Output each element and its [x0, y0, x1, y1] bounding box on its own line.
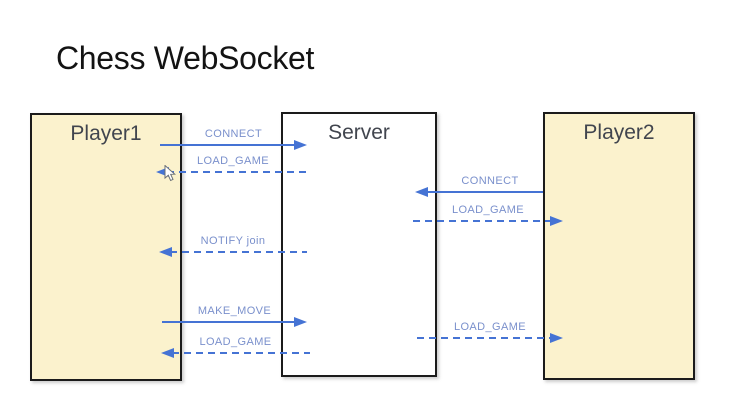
arrowhead-left-icon: [415, 187, 428, 197]
message-line: [167, 171, 310, 173]
arrowhead-left-icon: [156, 167, 169, 177]
message-line: [172, 352, 310, 354]
message-label: LOAD_GAME: [451, 204, 525, 216]
message-line: [170, 251, 307, 253]
message-label: CONNECT: [204, 128, 263, 140]
actor-box-server: Server: [281, 112, 437, 377]
message-loadgame2-server-p2: LOAD_GAME: [417, 321, 563, 343]
arrowhead-right-icon: [294, 140, 307, 150]
message-label: MAKE_MOVE: [197, 305, 272, 317]
arrowhead-left-icon: [159, 247, 172, 257]
message-label: LOAD_GAME: [199, 336, 272, 348]
message-line: [160, 144, 296, 146]
arrowhead-right-icon: [550, 333, 563, 343]
message-connect-p2-server: CONNECT: [415, 175, 543, 197]
mouse-cursor-icon: [164, 165, 176, 182]
message-loadgame-server-p1: LOAD_GAME: [156, 155, 310, 182]
message-connect-p1-server: CONNECT: [160, 128, 307, 150]
arrowhead-right-icon: [550, 216, 563, 226]
message-line: [162, 321, 296, 323]
message-notify-join-server-p1: NOTIFY join: [159, 235, 307, 257]
message-loadgame2-server-p1: LOAD_GAME: [161, 336, 310, 358]
page-title: Chess WebSocket: [56, 40, 315, 76]
actor-box-player2: Player2: [543, 112, 695, 380]
message-line: [413, 220, 552, 222]
actor-label-server: Server: [328, 121, 390, 144]
message-loadgame-server-p2: LOAD_GAME: [413, 204, 563, 226]
message-label: CONNECT: [461, 175, 519, 187]
message-label: NOTIFY join: [200, 235, 266, 247]
message-label: LOAD_GAME: [196, 155, 270, 167]
message-line: [426, 191, 543, 193]
message-label: LOAD_GAME: [453, 321, 527, 333]
arrowhead-left-icon: [161, 348, 174, 358]
actor-label-player1: Player1: [70, 122, 142, 145]
actor-box-player1: Player1: [30, 113, 182, 381]
message-line: [417, 337, 552, 339]
arrowhead-right-icon: [294, 317, 307, 327]
message-makemove-p1-server: MAKE_MOVE: [162, 305, 307, 327]
actor-label-player2: Player2: [583, 121, 655, 144]
